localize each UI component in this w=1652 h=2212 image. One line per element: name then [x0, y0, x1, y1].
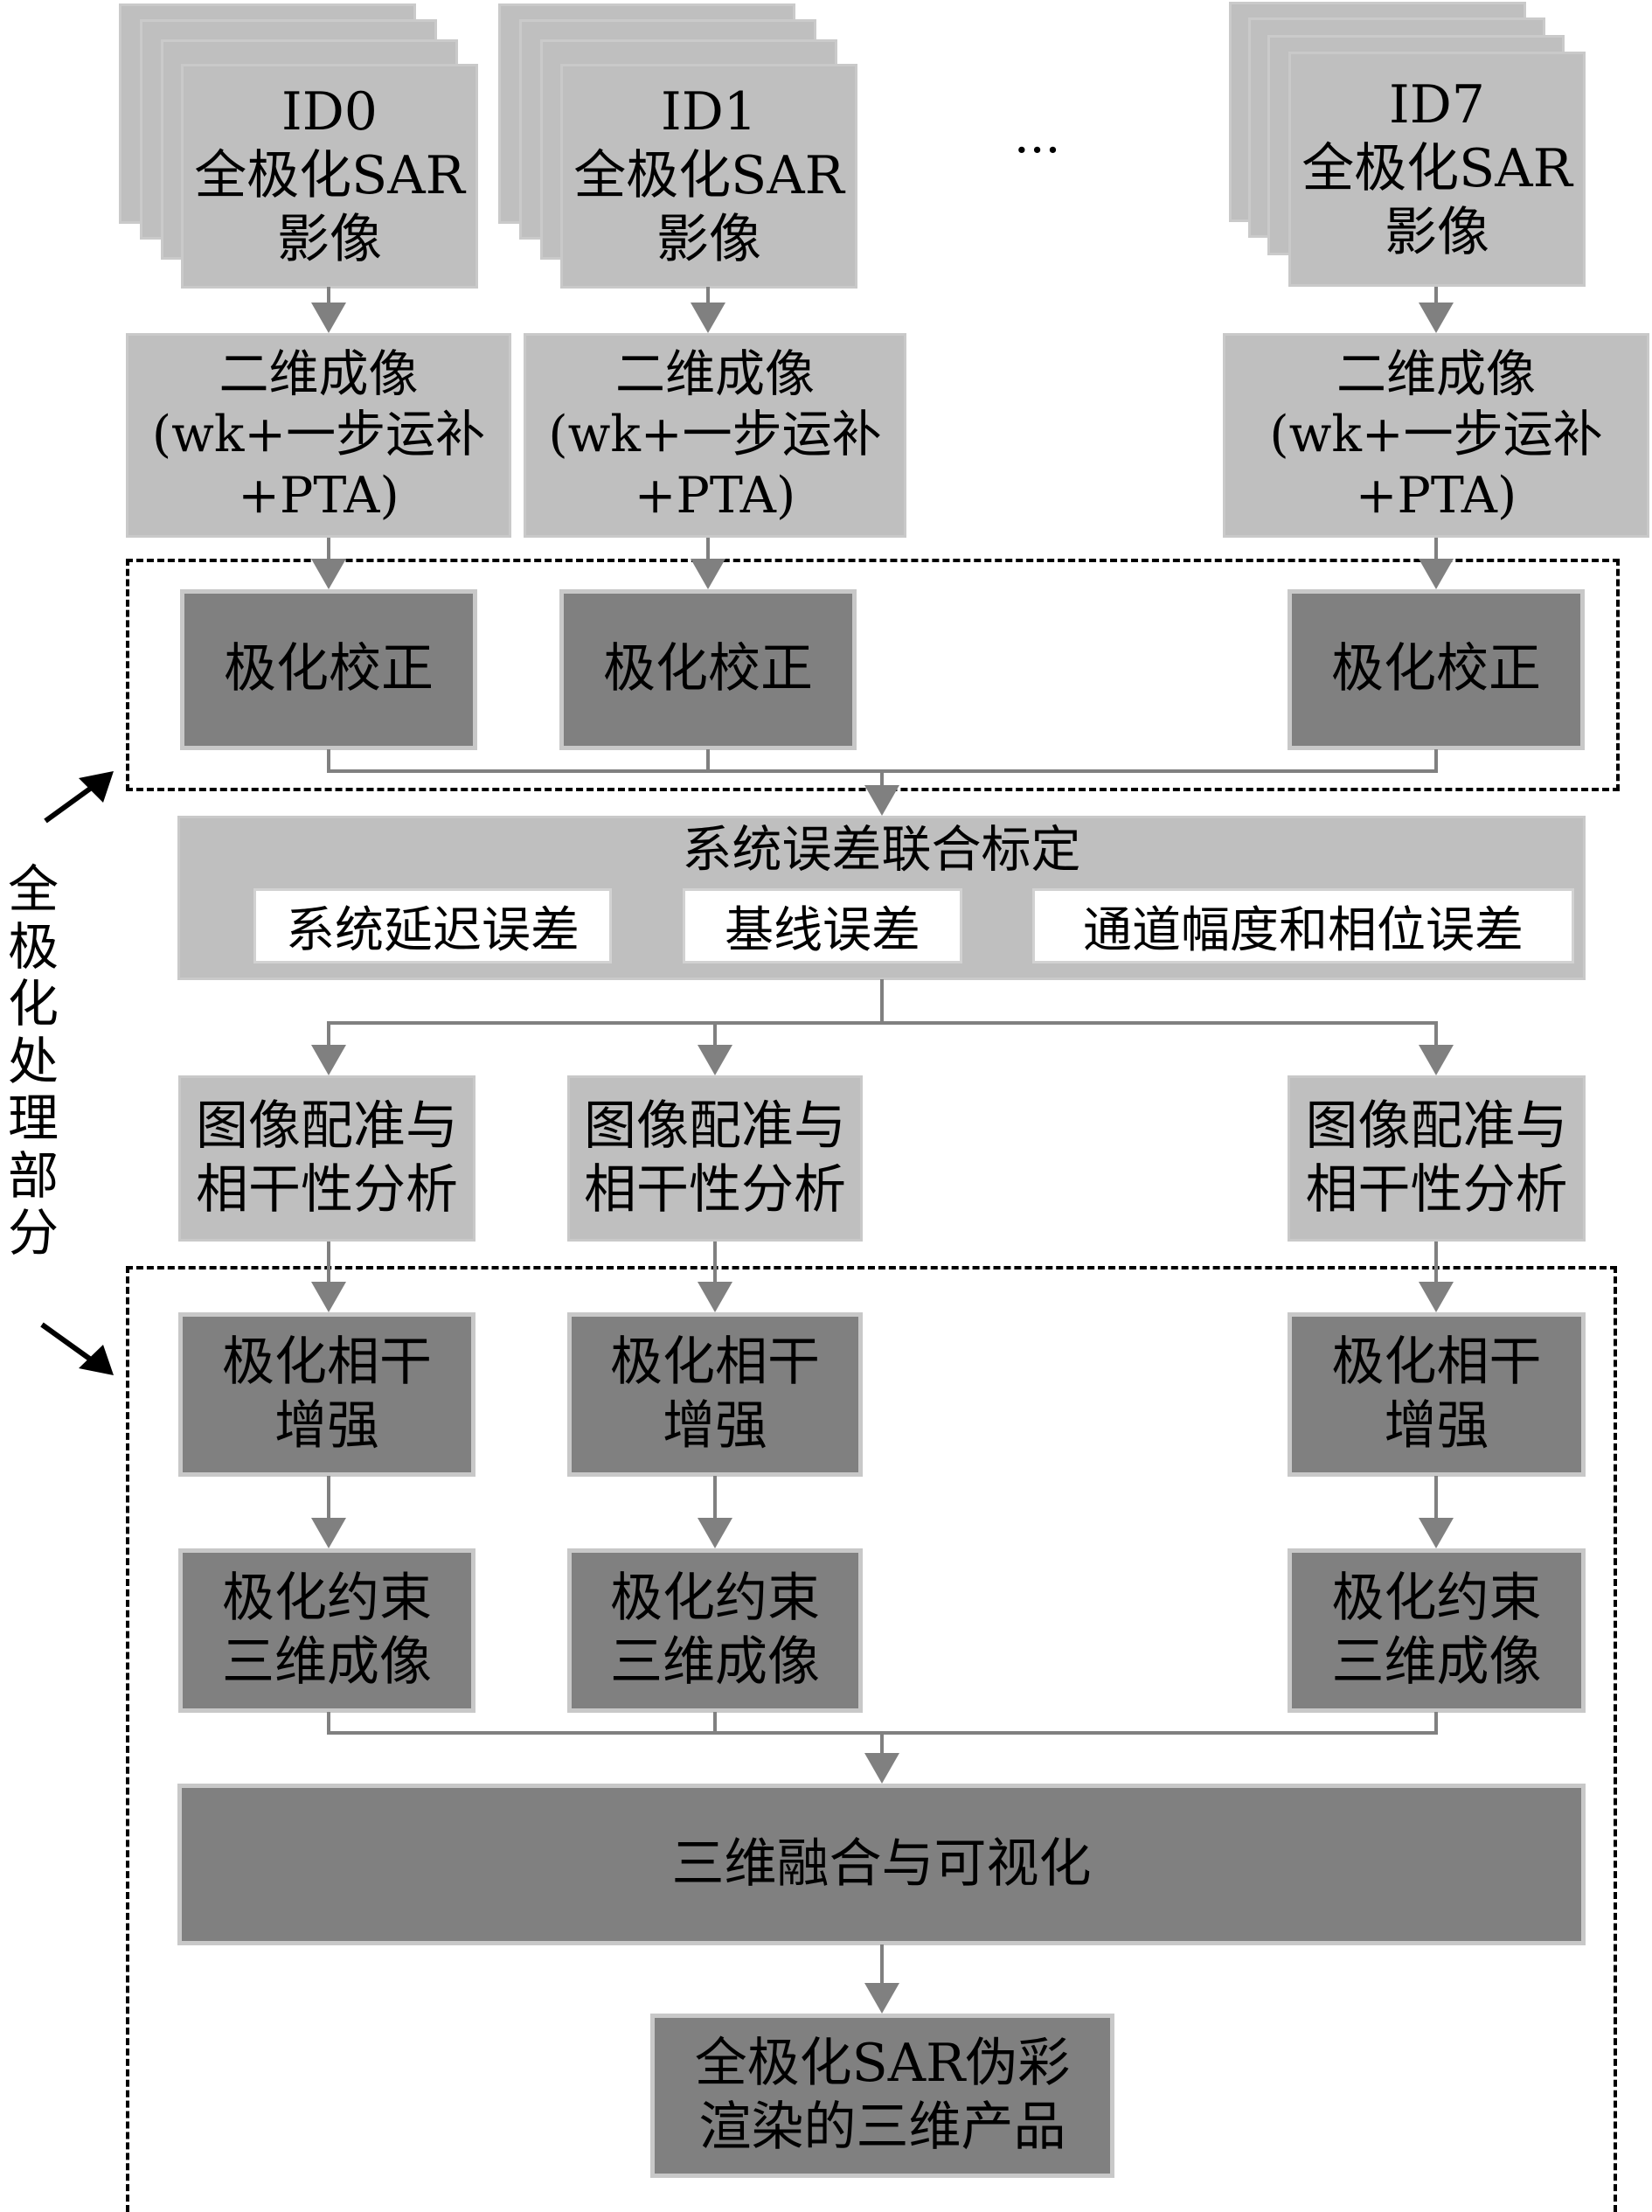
side-arrow-down-line	[40, 1322, 96, 1365]
input-label: 全极化SAR	[194, 144, 465, 206]
imaging-3d-box-id1: 极化约束 三维成像	[567, 1548, 863, 1713]
imaging-2d-box-id0: 二维成像 (wk+一步运补 +PTA)	[126, 333, 511, 538]
imaging-3d-line1: 极化约束	[222, 1567, 432, 1629]
imaging-3d-box-id7: 极化约束 三维成像	[1288, 1548, 1586, 1713]
input-id: ID7	[1389, 73, 1485, 136]
imaging-3d-line1: 极化约束	[610, 1567, 820, 1629]
polar-correction-box-id7: 极化校正	[1288, 589, 1585, 750]
input-image-box: ID1 全极化SAR 影像	[560, 64, 857, 289]
imaging-2d-line1: 二维成像	[1336, 344, 1536, 403]
ellipsis: ···	[1014, 122, 1061, 179]
connector-line	[327, 1021, 1438, 1049]
side-label-char: 处	[7, 1031, 59, 1091]
side-arrow-up-line	[44, 782, 98, 824]
input-label-2: 影像	[1385, 202, 1489, 264]
product-box: 全极化SAR伪彩 渲染的三维产品	[650, 2014, 1114, 2178]
side-label-char: 全	[7, 859, 59, 919]
imaging-3d-box-id0: 极化约束 三维成像	[178, 1548, 475, 1713]
polar-correction-label: 极化校正	[603, 638, 813, 700]
input-id: ID0	[281, 80, 378, 143]
side-label-polar-processing: 全 极 化 处 理 部 分	[7, 859, 59, 1263]
arrowhead-icon	[691, 303, 725, 333]
product-line2: 渲染的三维产品	[698, 2097, 1066, 2158]
input-image-box: ID7 全极化SAR 影像	[1288, 52, 1586, 287]
polar-correction-label: 极化校正	[1331, 638, 1541, 700]
calibration-item-baseline: 基线误差	[683, 888, 962, 963]
calibration-item-delay: 系统延迟误差	[253, 888, 612, 963]
side-label-char: 部	[7, 1145, 59, 1206]
registration-line1: 图像配准与	[584, 1095, 846, 1157]
coherence-box-id0: 极化相干 增强	[178, 1312, 475, 1477]
coherence-box-id7: 极化相干 增强	[1288, 1312, 1586, 1477]
product-line1: 全极化SAR伪彩	[694, 2032, 1071, 2094]
calibration-item-channel: 通道幅度和相位误差	[1032, 888, 1574, 963]
imaging-2d-line3: +PTA)	[238, 466, 399, 525]
imaging-2d-line3: +PTA)	[634, 466, 796, 525]
input-label-2: 影像	[277, 209, 382, 271]
side-label-char: 理	[7, 1089, 59, 1149]
arrowhead-icon	[698, 1045, 732, 1075]
arrowhead-icon	[311, 303, 346, 333]
registration-line2: 相干性分析	[196, 1159, 458, 1221]
imaging-2d-box-id1: 二维成像 (wk+一步运补 +PTA)	[524, 333, 906, 538]
input-label: 全极化SAR	[1301, 137, 1572, 199]
input-label: 全极化SAR	[573, 144, 844, 206]
coherence-box-id1: 极化相干 增强	[567, 1312, 863, 1477]
registration-line2: 相干性分析	[584, 1159, 846, 1221]
calibration-title: 系统误差联合标定	[682, 821, 1081, 879]
arrowhead-icon	[1419, 303, 1454, 333]
polar-correction-box-id1: 极化校正	[559, 589, 857, 750]
fusion-box: 三维融合与可视化	[177, 1784, 1586, 1945]
registration-box-id1: 图像配准与 相干性分析	[567, 1075, 863, 1242]
imaging-2d-line2: (wk+一步运补	[548, 406, 882, 464]
coherence-line1: 极化相干	[610, 1331, 820, 1393]
imaging-2d-line3: +PTA)	[1355, 466, 1517, 525]
coherence-line2: 增强	[274, 1395, 379, 1457]
side-label-char: 极	[7, 916, 59, 977]
side-label-arrowheads	[79, 771, 114, 1375]
registration-box-id0: 图像配准与 相干性分析	[178, 1075, 475, 1242]
coherence-line2: 增强	[663, 1395, 767, 1457]
input-id: ID1	[661, 80, 757, 143]
coherence-line1: 极化相干	[1331, 1331, 1542, 1393]
arrowhead-icon	[311, 1045, 346, 1075]
input-label-2: 影像	[656, 209, 761, 271]
polar-correction-label: 极化校正	[224, 638, 434, 700]
polar-correction-box-id0: 极化校正	[180, 589, 477, 750]
registration-box-id7: 图像配准与 相干性分析	[1288, 1075, 1586, 1242]
arrow-down-right-icon	[79, 1345, 114, 1375]
imaging-2d-line1: 二维成像	[219, 344, 419, 403]
imaging-3d-line1: 极化约束	[1331, 1567, 1542, 1629]
polar-processing-frame-bottom	[126, 1266, 1617, 2212]
imaging-2d-line2: (wk+一步运补	[1269, 406, 1603, 464]
imaging-2d-line2: (wk+一步运补	[151, 406, 486, 464]
imaging-3d-line2: 三维成像	[610, 1631, 820, 1693]
coherence-line2: 增强	[1384, 1395, 1489, 1457]
imaging-2d-box-id7: 二维成像 (wk+一步运补 +PTA)	[1223, 333, 1649, 538]
fusion-label: 三维融合与可视化	[671, 1833, 1092, 1895]
side-label-char: 化	[7, 974, 59, 1034]
imaging-3d-line2: 三维成像	[222, 1631, 432, 1693]
side-label-char: 分	[7, 1203, 59, 1263]
registration-line1: 图像配准与	[1305, 1095, 1568, 1157]
input-image-box: ID0 全极化SAR 影像	[181, 64, 478, 289]
registration-line2: 相干性分析	[1305, 1159, 1568, 1221]
coherence-line1: 极化相干	[222, 1331, 432, 1393]
imaging-2d-line1: 二维成像	[615, 344, 815, 403]
arrow-up-right-icon	[79, 771, 114, 803]
registration-line1: 图像配准与	[196, 1095, 458, 1157]
imaging-3d-line2: 三维成像	[1331, 1631, 1542, 1693]
arrowhead-icon	[1419, 1045, 1454, 1075]
